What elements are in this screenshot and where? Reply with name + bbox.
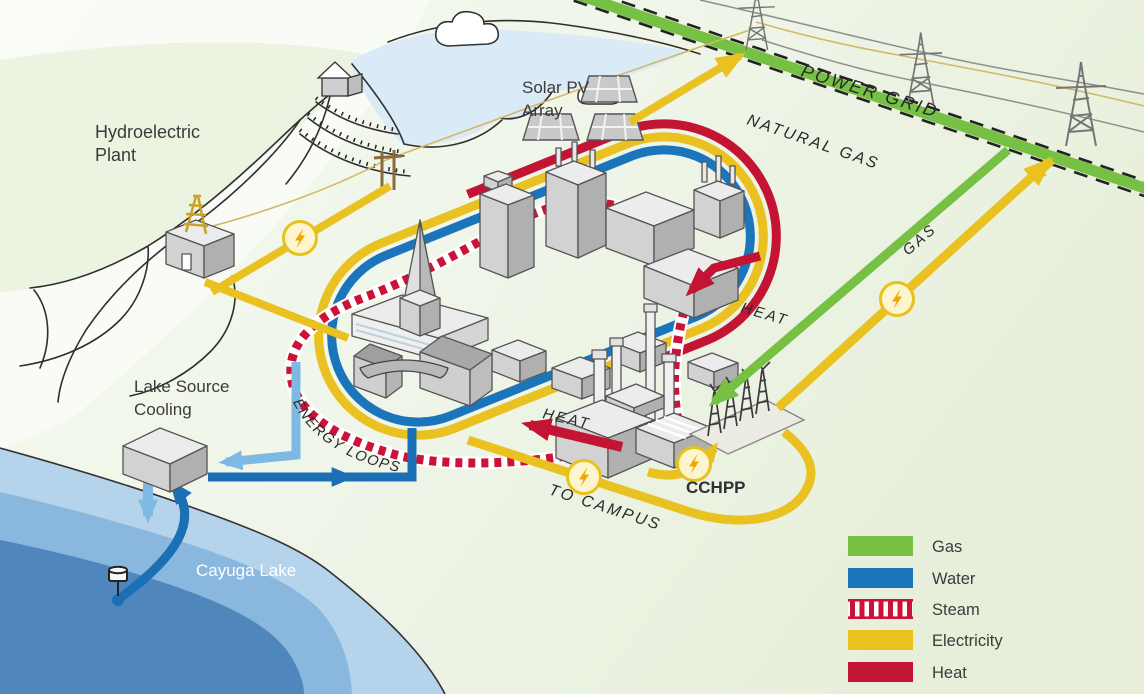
lake-intake-pipe [117,479,192,602]
cooling-supply-pipe [208,428,417,482]
small-house-illustration [316,61,363,97]
cchpp-label: CCHPP [686,478,746,497]
heat-to-campus-spur [685,251,762,297]
lsc-label-line1: Lake Source [134,377,229,396]
solar-label-line2: Array [522,101,563,120]
legend: Gas Water Steam Electricity Heat [847,536,1003,682]
cchpp-heat-arrow [521,418,624,452]
lake-source-cooling-pipes [108,362,417,606]
grid-import-arrow [1026,156,1056,183]
cooling-return-pipe [218,362,301,471]
utility-pole-icon [373,150,403,192]
hydro-plant-label-line2: Plant [95,145,136,165]
legend-label-heat: Heat [932,664,967,682]
solar-to-grid-arrow [627,52,746,126]
legend-row-water: Water [848,568,976,588]
hydro-plant-label-line1: Hydroelectric [95,122,200,142]
legend-label-steam: Steam [932,601,980,619]
legend-swatch-water [848,568,913,588]
natural-gas-pipeline [573,0,1144,198]
gorge-illustration [0,42,387,403]
legend-row-steam: Steam [847,598,980,620]
hydroelectric-plant-building [165,194,235,279]
solar-panel-icon [522,113,580,141]
legend-label-electricity: Electricity [932,632,1003,650]
legend-label-gas: Gas [932,538,962,556]
solar-panel-icon [580,75,638,103]
lightning-bolt-icon [676,446,712,482]
legend-swatch-gas [848,536,913,556]
lsc-label-line2: Cooling [134,400,192,419]
creek-water [350,29,688,145]
stadium-crescent [359,359,449,379]
cayuga-lake-water [0,447,446,694]
solar-label-line1: Solar PV [522,78,590,97]
power-grid-lines [197,0,1144,231]
legend-swatch-heat [848,662,913,682]
cloud-icon [434,10,500,47]
legend-label-water: Water [932,570,976,588]
intake-buoy-icon [108,565,128,596]
legend-row-gas: Gas [848,536,962,556]
flow-arrows [466,52,1056,525]
legend-row-electricity: Electricity [848,630,1003,650]
lightning-bolt-icon [879,281,915,317]
lake-source-cooling-building [122,427,208,493]
legend-row-heat: Heat [848,662,967,682]
solar-panel-icon [586,113,644,141]
cayuga-lake-label: Cayuga Lake [196,561,296,580]
grid-electricity-arrow [774,157,1054,412]
campus-buildings [351,141,745,407]
to-campus-electricity-line [466,428,816,525]
solar-pv-panels [522,75,644,141]
lightning-bolt-icon [282,220,318,256]
gas-to-cchpp-arrow [708,146,1011,407]
lake-shoreline [0,447,446,694]
hydro-tower-icon [183,194,209,235]
legend-swatch-electricity [848,630,913,650]
